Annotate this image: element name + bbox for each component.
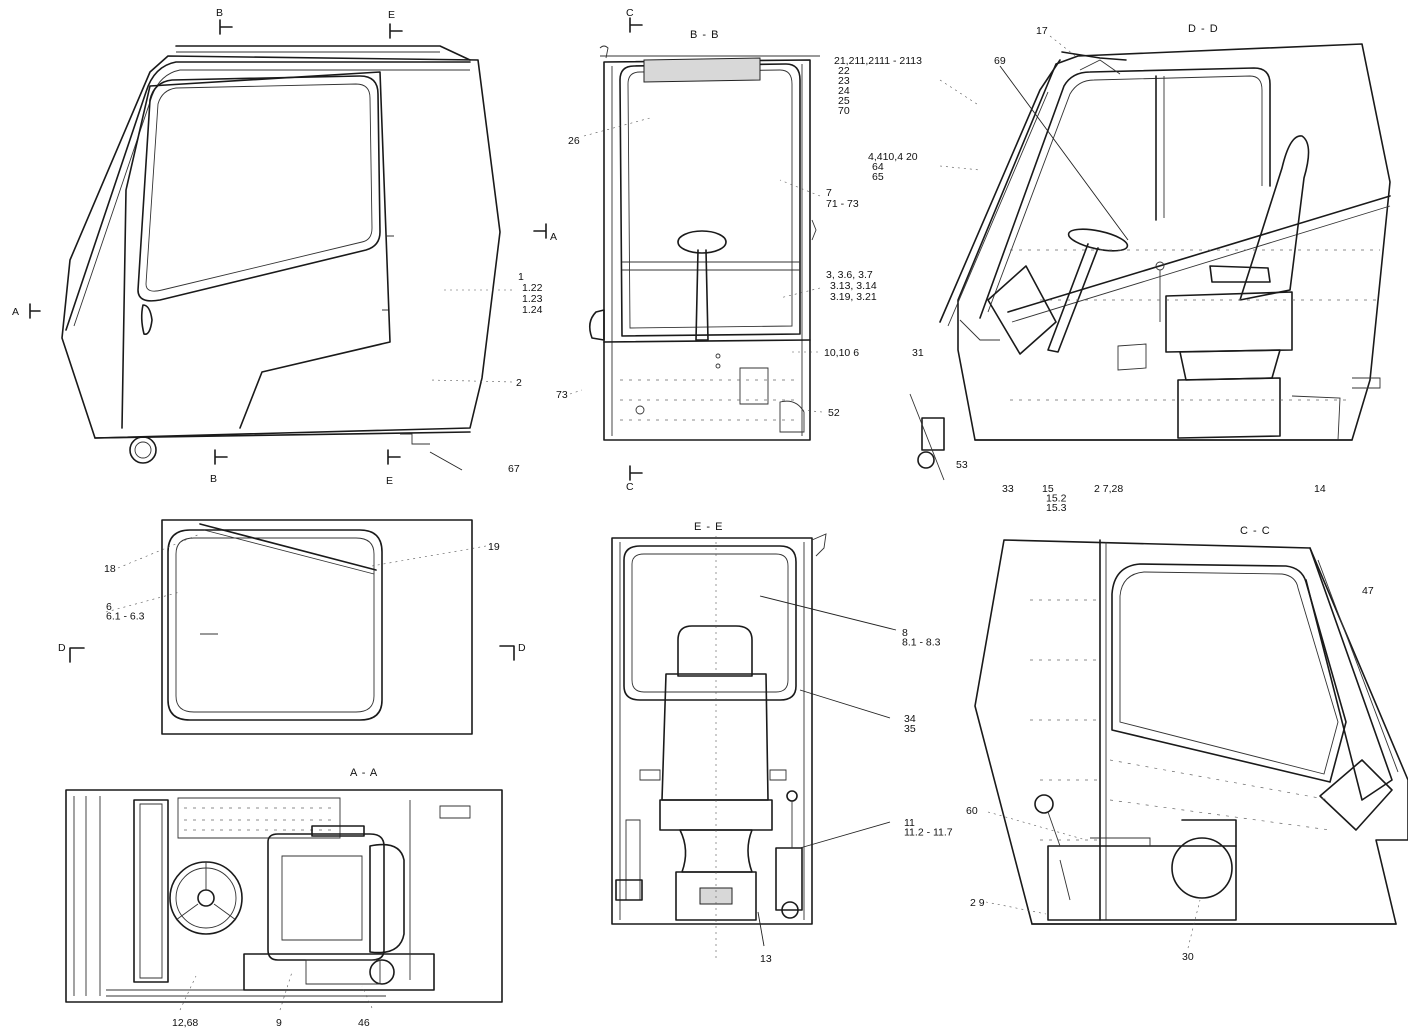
callout-17-line-0: 17 — [1036, 25, 1048, 37]
callout-11-line-1: 11.2 - 11.7 — [904, 827, 953, 839]
marker-d-left: D — [58, 642, 66, 654]
section-e-e-view — [611, 533, 827, 960]
callout-26-line-0: 26 — [568, 135, 580, 147]
callout-34-line-1: 35 — [904, 723, 916, 735]
callout-27-line-0: 2 7,28 — [1094, 483, 1123, 495]
section-a-a-view — [65, 789, 503, 1003]
leader-lines — [105, 35, 1201, 1011]
callout-2-line-0: 2 — [516, 377, 522, 389]
section-titles: B - B D - D E - E C - C A - A — [350, 23, 1271, 779]
callout-52-line-0: 52 — [828, 407, 840, 419]
callout-8-line-0: 8 — [902, 627, 908, 639]
callout-4-line-0: 4,410,4 20 — [868, 151, 918, 163]
title-cc: C - C — [1240, 525, 1271, 537]
callout-73-line-0: 73 — [556, 389, 568, 401]
callout-53-line-0: 53 — [956, 459, 968, 471]
section-d-d-view — [909, 43, 1391, 481]
callout-8-line-1: 8.1 - 8.3 — [902, 637, 941, 649]
callout-33-line-0: 33 — [1002, 483, 1014, 495]
marker-b-bottom: B — [210, 473, 217, 485]
callout-31-line-0: 31 — [912, 347, 924, 359]
callout-6-line-0: 6 — [106, 601, 112, 613]
callout-1-line-0: 1 — [518, 271, 524, 283]
callout-21-line-4: 25 — [838, 95, 850, 107]
callout-1-line-1: 1.22 — [522, 282, 543, 294]
callout-21-line-2: 23 — [838, 75, 850, 87]
callout-1-line-2: 1.23 — [522, 293, 543, 305]
callout-11-line-0: 11 — [904, 817, 915, 829]
callout-69-line-0: 69 — [994, 55, 1006, 67]
callout-21-line-0: 21,211,2111 - 2113 — [834, 55, 922, 67]
title-ee: E - E — [694, 521, 723, 533]
marker-c-top: C — [626, 7, 634, 19]
title-bb: B - B — [690, 29, 719, 41]
title-aa: A - A — [350, 767, 378, 779]
callout-67-line-0: 67 — [508, 463, 520, 475]
marker-e-bottom: E — [386, 475, 393, 487]
marker-a-right: A — [550, 231, 557, 243]
callout-15-line-2: 15.3 — [1046, 502, 1067, 514]
callout-60-line-0: 60 — [966, 805, 978, 817]
callout-34-line-0: 34 — [904, 713, 916, 725]
callout-6-line-1: 6.1 - 6.3 — [106, 611, 145, 623]
callout-10-line-0: 10,10 6 — [824, 347, 859, 359]
marker-c-bottom: C — [626, 481, 634, 493]
callout-4-line-1: 64 — [872, 161, 884, 173]
callout-3-line-1: 3.13, 3.14 — [830, 280, 877, 292]
callout-29-line-0: 2 9 — [970, 897, 985, 909]
marker-a-left: A — [12, 306, 19, 318]
callout-30-line-0: 30 — [1182, 951, 1194, 963]
section-markers — [29, 17, 643, 663]
callout-1-line-3: 1.24 — [522, 304, 543, 316]
callout-7-line-0: 7 — [826, 187, 832, 199]
callout-47-line-0: 47 — [1362, 585, 1374, 597]
callout-21-line-5: 70 — [838, 105, 850, 117]
title-dd: D - D — [1188, 23, 1219, 35]
callout-19-line-0: 19 — [488, 541, 500, 553]
callout-14-line-0: 14 — [1314, 483, 1326, 495]
callout-4-line-2: 65 — [872, 171, 884, 183]
section-c-c-view — [974, 539, 1408, 925]
marker-e-top: E — [388, 9, 395, 21]
marker-b-top: B — [216, 7, 223, 19]
callout-13-line-0: 13 — [760, 953, 772, 965]
callout-46-line-0: 46 — [358, 1017, 370, 1029]
callout-7-line-1: 71 - 73 — [826, 198, 859, 210]
section-b-b-view — [588, 45, 820, 441]
callout-21-line-3: 24 — [838, 85, 850, 97]
side-view — [61, 45, 501, 464]
callout-21-line-1: 22 — [838, 65, 850, 77]
callout-12-line-0: 12,68 — [172, 1017, 198, 1029]
callout-18-line-0: 18 — [104, 563, 116, 575]
top-view — [161, 519, 473, 735]
callout-3-line-0: 3, 3.6, 3.7 — [826, 269, 873, 281]
marker-letters: B E B E C C A A D D — [12, 7, 634, 654]
callout-15-line-0: 15 — [1042, 483, 1054, 495]
marker-d-right: D — [518, 642, 526, 654]
callout-3-line-2: 3.19, 3.21 — [830, 291, 877, 303]
callout-15-line-1: 15.2 — [1046, 493, 1067, 505]
callout-9-line-0: 9 — [276, 1017, 282, 1029]
